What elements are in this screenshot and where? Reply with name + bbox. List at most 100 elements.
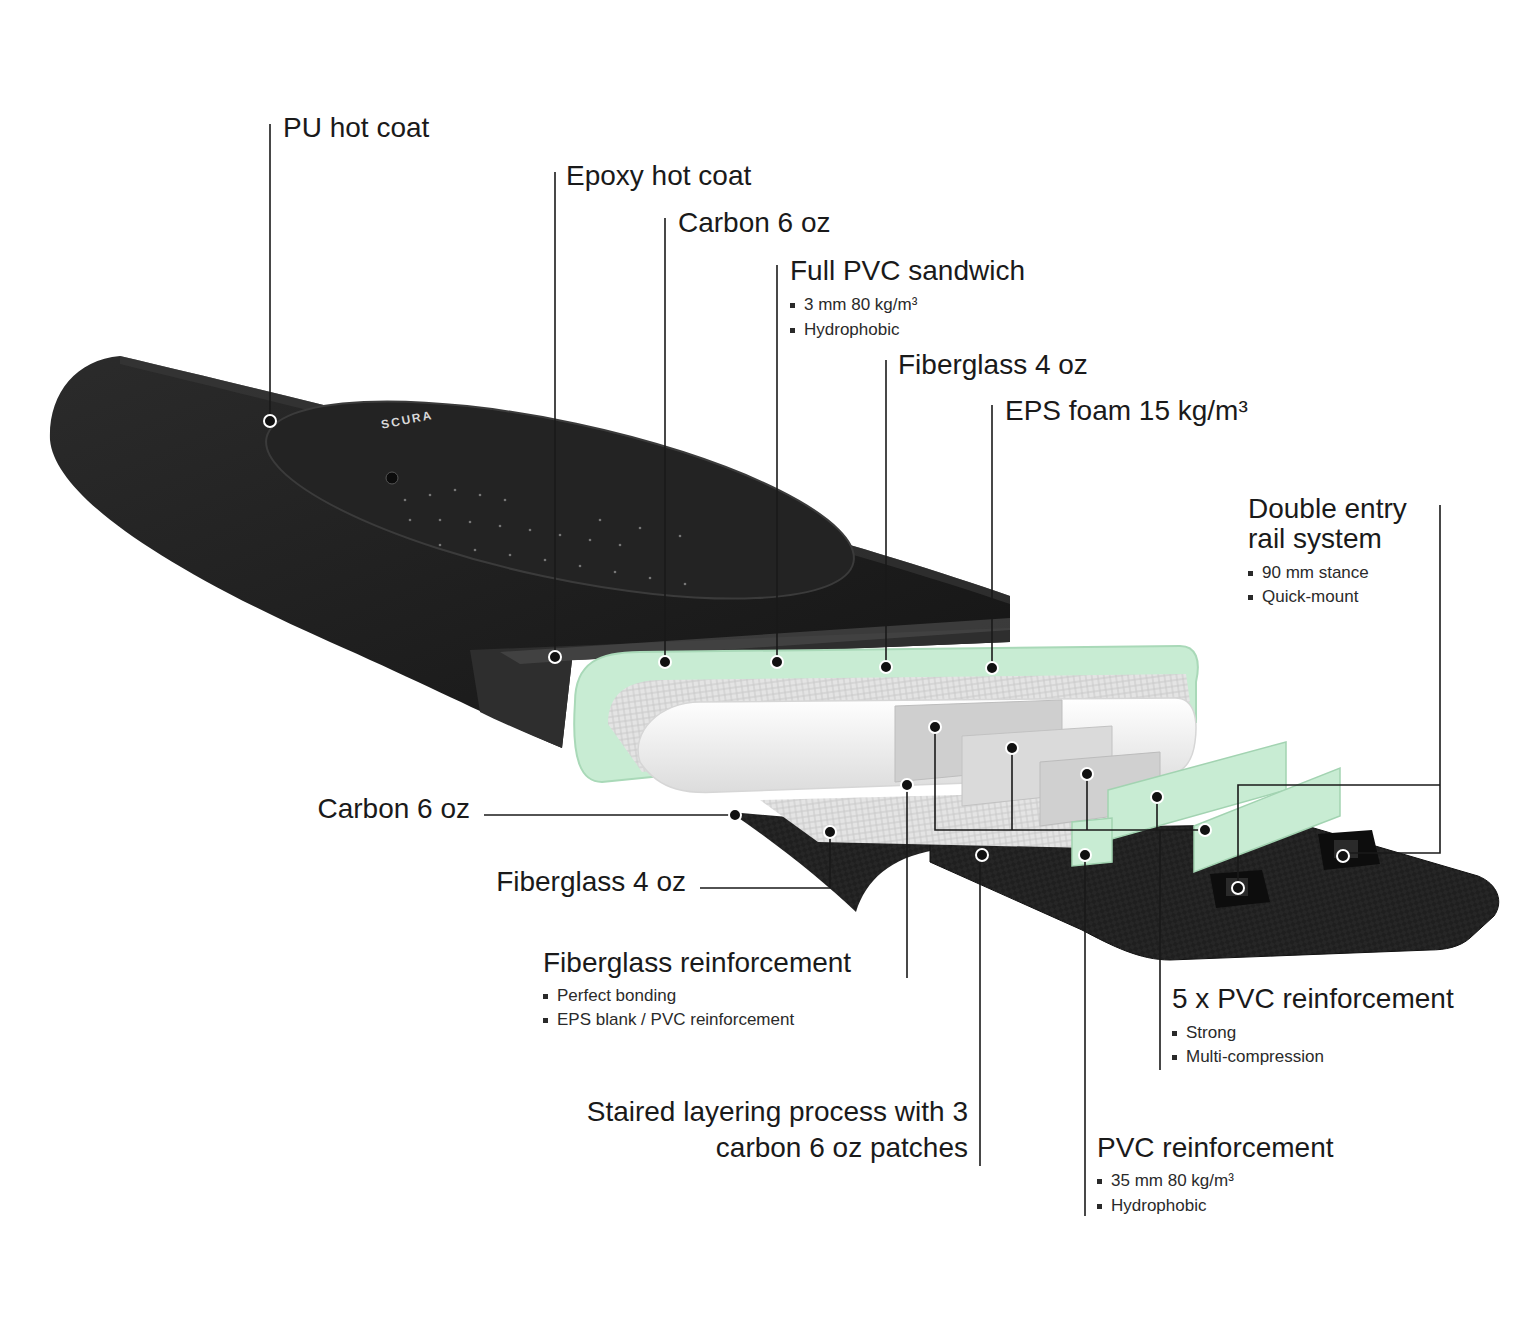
insert-dots <box>409 519 412 522</box>
insert-dots <box>544 559 547 562</box>
leader-dots <box>1081 768 1093 780</box>
label-text: 5 x PVC reinforcement <box>1172 983 1454 1014</box>
insert-dots <box>404 499 407 502</box>
bullet-mark <box>1172 1055 1177 1060</box>
label-text: 35 mm 80 kg/m³ <box>1111 1170 1234 1192</box>
insert-dots <box>649 577 652 580</box>
layer-label: Epoxy hot coat <box>566 160 751 192</box>
brand-logo: SCURA <box>380 408 434 432</box>
insert-dots <box>454 489 457 492</box>
bullet-mark <box>1172 1031 1177 1036</box>
label-text: EPS blank / PVC reinforcement <box>557 1009 794 1031</box>
label-text: Full PVC sandwich <box>790 255 1025 286</box>
leader-dots <box>1337 850 1349 862</box>
label-text: Fiberglass 4 oz <box>496 866 686 897</box>
label-text: Fiberglass reinforcement <box>543 947 851 978</box>
label-text: Perfect bonding <box>557 985 676 1007</box>
leader-dots <box>771 656 783 668</box>
leader-dots <box>1006 742 1018 754</box>
spec-item: Quick-mount <box>1248 586 1358 608</box>
insert-dots <box>639 527 642 530</box>
bullet-mark <box>1248 595 1253 600</box>
leader-dots <box>264 415 1349 894</box>
spec-item: EPS blank / PVC reinforcement <box>543 1009 794 1031</box>
leader-dots <box>901 779 913 791</box>
label-text: PVC reinforcement <box>1097 1132 1334 1163</box>
label-text: Hydrophobic <box>1111 1195 1206 1217</box>
insert-dots <box>579 565 582 568</box>
layer-label: PU hot coat <box>283 112 429 144</box>
spec-item: 3 mm 80 kg/m³ <box>790 294 917 316</box>
bullet-mark <box>790 328 795 333</box>
label-text: Carbon 6 oz <box>317 793 470 824</box>
layer-label: PVC reinforcement <box>1097 1132 1334 1164</box>
leader-lines <box>1238 785 1440 882</box>
spec-item: Hydrophobic <box>1097 1195 1206 1217</box>
leader-dots <box>729 809 741 821</box>
layer-label: EPS foam 15 kg/m³ <box>1005 395 1248 427</box>
leader-dots <box>824 826 836 838</box>
insert-dots <box>619 544 622 547</box>
insert-dots <box>599 519 602 522</box>
leader-lines <box>906 791 908 978</box>
rail-mounts <box>1318 830 1380 870</box>
rail-mounts <box>1210 830 1380 908</box>
bullet-mark <box>543 1018 548 1023</box>
logo-text: SCURA <box>380 408 434 432</box>
bullet-mark <box>790 303 795 308</box>
insert-dots <box>614 571 617 574</box>
spec-item: Strong <box>1172 1022 1236 1044</box>
leader-dots <box>1232 882 1244 894</box>
pvc-reinforcement <box>1194 768 1340 872</box>
label-text: Epoxy hot coat <box>566 160 751 191</box>
leader-lines <box>269 124 271 415</box>
insert-dots <box>474 549 477 552</box>
leader-dots <box>976 849 988 861</box>
label-text: Double entry rail system <box>1248 493 1407 554</box>
label-text: Strong <box>1186 1022 1236 1044</box>
insert-dots <box>679 535 682 538</box>
insert-dots <box>439 519 442 522</box>
insert-dots <box>509 554 512 557</box>
label-text: Carbon 6 oz <box>678 207 831 238</box>
insert-dots <box>469 521 472 524</box>
label-text: Hydrophobic <box>804 319 899 341</box>
label-text: Quick-mount <box>1262 586 1358 608</box>
leader-lines <box>270 124 1440 1216</box>
bullet-mark <box>1248 571 1253 576</box>
label-text: Staired layering process with 3 carbon 6… <box>587 1096 968 1163</box>
rail-mounts <box>1210 870 1270 908</box>
label-text: EPS foam 15 kg/m³ <box>1005 395 1248 426</box>
insert-dots <box>429 494 432 497</box>
label-text: Fiberglass 4 oz <box>898 349 1088 380</box>
leader-dots <box>549 651 561 663</box>
leader-lines <box>885 360 887 661</box>
insert-dots <box>479 494 482 497</box>
leader-lines <box>484 814 729 816</box>
bullet-mark <box>1097 1204 1102 1209</box>
label-text: 90 mm stance <box>1262 562 1369 584</box>
label-text: Multi-compression <box>1186 1046 1324 1068</box>
insert-dots <box>589 539 592 542</box>
leader-dots <box>986 662 998 674</box>
bullet-mark <box>1097 1179 1102 1184</box>
leader-lines <box>1349 505 1440 853</box>
leader-lines <box>700 838 830 888</box>
spec-item: 90 mm stance <box>1248 562 1369 584</box>
layer-label: Carbon 6 oz <box>678 207 831 239</box>
layer-label: Fiberglass reinforcement <box>543 947 851 979</box>
board-deck <box>386 472 398 484</box>
spec-item: Hydrophobic <box>790 319 899 341</box>
insert-dots <box>529 529 532 532</box>
leader-lines <box>776 265 778 656</box>
pvc-reinforcement <box>1072 818 1112 866</box>
leader-dots <box>880 661 892 673</box>
leader-dots <box>659 656 671 668</box>
leader-dots <box>929 721 941 733</box>
leader-lines <box>979 861 981 1166</box>
spec-item: Perfect bonding <box>543 985 676 1007</box>
leader-dots <box>1079 849 1091 861</box>
layer-label: Double entry rail system <box>1248 494 1448 554</box>
